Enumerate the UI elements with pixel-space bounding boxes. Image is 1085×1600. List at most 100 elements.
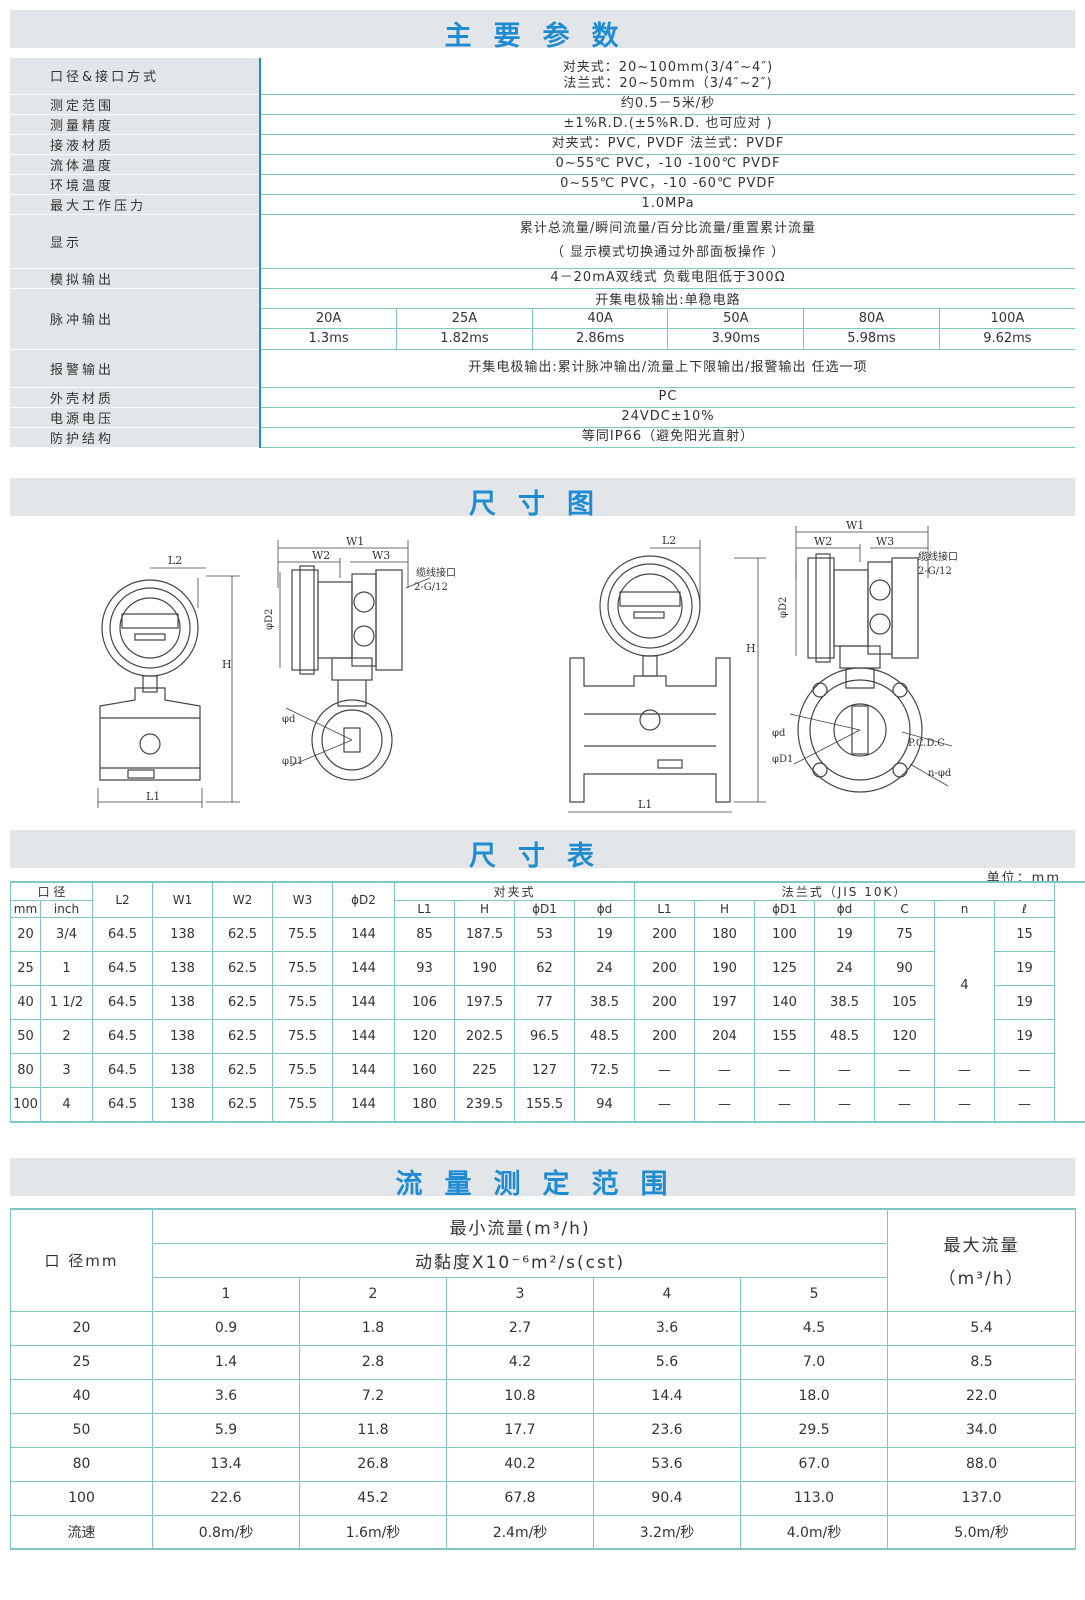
param-row: 接液材质对夹式：PVC, PVDF 法兰式：PVDF (10, 134, 1075, 155)
flow-cell-value: 22.6 (152, 1480, 300, 1516)
pulse-width: 2.86ms (532, 328, 669, 349)
flow-cell-value: 14.4 (593, 1378, 741, 1414)
flange-front-view (568, 540, 766, 813)
flow-cell-value: 4.0m/秒 (739, 1514, 889, 1550)
size-cell-common: 62.5 (212, 985, 274, 1020)
flow-cell-value: 40.2 (446, 1446, 594, 1482)
size-cell-inch: 1 (39, 951, 94, 986)
size-cell-common: 64.5 (92, 917, 154, 952)
pulse-width: 9.62ms (983, 331, 1032, 347)
size-cell-wafer: 19 (574, 917, 636, 952)
flow-cell-value: 0.9 (152, 1310, 300, 1346)
label-w2-flange: W2 (814, 535, 832, 548)
size-cell-flange: — (634, 1087, 696, 1122)
flow-header-visc-col: 5 (739, 1276, 889, 1312)
size-cell-wafer: 62 (514, 951, 576, 986)
flow-title-band: 流量测定范围 (10, 1158, 1075, 1200)
param-value: 0~55℃ PVC，-10 -100℃ PVDF (260, 154, 1075, 175)
wafer-side-view (277, 540, 431, 781)
size-header-flange-col: ϕd (814, 900, 876, 918)
size-cell-common: 64.5 (92, 1087, 154, 1122)
flow-cell-value: 1.6m/秒 (299, 1514, 447, 1550)
flow-cell-max: 34.0 (887, 1412, 1077, 1448)
param-row: 测定范围约0.5－5米/秒 (10, 94, 1075, 115)
param-value-line: ±1%R.D.(±5%R.D. 也可应对 ) (563, 116, 773, 131)
size-cell-mm: 20 (10, 917, 41, 952)
param-value-line: 约0.5－5米/秒 (620, 96, 716, 111)
size-cell-wafer: 127 (514, 1053, 576, 1088)
label-h-flange: H (746, 642, 756, 655)
size-header-diameter: 口 径 (9, 881, 94, 901)
flow-title: 流量测定范围 (395, 1169, 690, 1200)
size-cell-common: 138 (152, 951, 214, 986)
size-cell-wafer: 77 (514, 985, 576, 1020)
flow-header-visc-col: 3 (446, 1276, 594, 1312)
size-header-wafer: 对夹式 (394, 881, 636, 901)
size-cell-flange: 19 (814, 917, 876, 952)
param-row: 防护结构等同IP66（避免阳光直射） (10, 427, 1075, 448)
flow-cell-value: 53.6 (593, 1446, 741, 1482)
size-cell-flange: — (934, 1087, 996, 1122)
param-value: 对夹式：PVC, PVDF 法兰式：PVDF (260, 134, 1075, 155)
dims-title: 尺寸图 (469, 489, 616, 520)
label-cable-spec-flange: 2-G/12 (918, 566, 952, 577)
param-value: 4－20mA双线式 负载电阻低于300Ω (260, 268, 1075, 289)
size-cell-common: 64.5 (92, 1019, 154, 1054)
size-cell-mm: 80 (10, 1053, 41, 1088)
label-l1-flange: L1 (638, 798, 652, 811)
size-cell-common: 62.5 (212, 951, 274, 986)
size-cell-wafer: 85 (394, 917, 456, 952)
size-cell-mm: 100 (10, 1087, 41, 1122)
dimension-drawing: L2 L1 H W1 W2 W3 φD2 缆线接口 2-G/12 φd φD1 … (97, 519, 958, 813)
size-cell-flange: 75 (874, 917, 936, 952)
size-cell-inch: 3/4 (39, 917, 94, 952)
size-cell-wafer: 202.5 (454, 1019, 516, 1054)
param-value: 累计总流量/瞬间流量/百分比流量/重置累计流量（ 显示模式切换通过外部面板操作 … (260, 214, 1075, 269)
size-cell-wafer: 190 (454, 951, 516, 986)
flow-header-diameter: 口 径mm (10, 1208, 153, 1312)
param-value-line: 24VDC±10% (621, 409, 715, 424)
param-value-line: 1.0MPa (641, 196, 695, 211)
size-cell-wafer: 120 (394, 1019, 456, 1054)
flow-cell-max: 5.0m/秒 (887, 1514, 1077, 1550)
size-cell-wafer: 93 (394, 951, 456, 986)
size-cell-common: 62.5 (212, 917, 274, 952)
param-label: 环境温度 (10, 174, 261, 195)
size-cell-flange: — (934, 1053, 996, 1088)
size-cell-inch: 4 (39, 1087, 94, 1122)
size-header-flange-col: L1 (634, 900, 696, 918)
size-cell-flange: — (694, 1087, 756, 1122)
size-cell-wafer: 225 (454, 1053, 516, 1088)
param-value-line: 4－20mA双线式 负载电阻低于300Ω (550, 270, 786, 285)
size-table-title-band: 尺寸表 (10, 830, 1075, 872)
pulse-size: 100A (939, 308, 1075, 329)
pulse-size: 80A (803, 308, 940, 329)
size-cell-flange: 48.5 (814, 1019, 876, 1054)
size-cell-flange: — (754, 1087, 816, 1122)
size-cell-wafer: 53 (514, 917, 576, 952)
flow-cell-value: 13.4 (152, 1446, 300, 1482)
flow-cell-diameter: 50 (10, 1412, 153, 1448)
size-cell-wafer: 160 (394, 1053, 456, 1088)
flow-header-max-unit: （m³/h） (938, 1269, 1025, 1290)
param-value: 等同IP66（避免阳光直射） (260, 427, 1075, 448)
flow-cell-value: 4.2 (446, 1344, 594, 1380)
param-label: 接液材质 (10, 134, 261, 155)
label-nd-flange: n-φd (928, 768, 952, 779)
flow-cell-value: 1.4 (152, 1344, 300, 1380)
size-cell-common: 138 (152, 917, 214, 952)
flow-cell-diameter: 100 (10, 1480, 153, 1516)
flow-cell-value: 1.8 (299, 1310, 447, 1346)
flow-cell-value: 11.8 (299, 1412, 447, 1448)
size-cell-common: 62.5 (212, 1087, 274, 1122)
param-label: 报警输出 (10, 349, 261, 388)
param-value-line: 0~55℃ PVC，-10 -60℃ PVDF (560, 176, 776, 191)
